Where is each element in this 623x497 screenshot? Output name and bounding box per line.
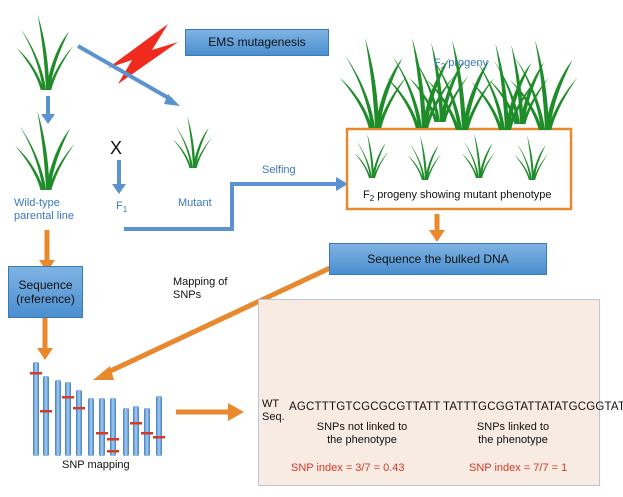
bulked-dna-box: Sequence the bulked DNA bbox=[329, 243, 547, 275]
selfing-label: Selfing bbox=[262, 164, 296, 176]
left-caption: SNPs not linked to the phenotype bbox=[316, 421, 408, 447]
f2-tall-plant-7 bbox=[489, 44, 549, 124]
f1-label-base: F bbox=[116, 200, 123, 212]
snp-marker bbox=[130, 422, 142, 425]
parent-plant-top bbox=[16, 14, 74, 91]
snp-marker bbox=[107, 450, 119, 453]
f1-label-sub: 1 bbox=[122, 205, 128, 215]
mutant-plant bbox=[172, 116, 212, 168]
f2-progeny-base: F bbox=[434, 57, 441, 69]
snp-marker bbox=[62, 396, 74, 399]
f2-tall-plant-5 bbox=[510, 40, 578, 130]
f2-mutant-sub: 2 bbox=[369, 194, 375, 204]
f2-mutant-plant-1 bbox=[354, 133, 389, 178]
chromosome-8 bbox=[110, 398, 116, 456]
ems-mutagenesis-box: EMS mutagenesis bbox=[185, 29, 329, 56]
arrow-f2-to-bulked-head bbox=[429, 230, 445, 242]
snp-marker bbox=[73, 407, 85, 410]
arrow-seq-to-map-head bbox=[37, 348, 53, 360]
f1-label: F1 bbox=[116, 200, 127, 215]
right-wt-sequence: TATTTGCGGTATTATATGCGGTAT bbox=[443, 401, 623, 413]
arrow-map-to-panel-head bbox=[228, 403, 244, 421]
arrow-wt-down-head bbox=[41, 114, 55, 124]
f2-mutant-plant-4 bbox=[514, 135, 549, 180]
mutant-label: Mutant bbox=[178, 197, 212, 209]
snp-marker bbox=[40, 410, 52, 413]
f2-progeny-label: F2 progeny bbox=[434, 57, 488, 72]
chromosome-10 bbox=[133, 406, 139, 456]
arrow-to-mutant-head bbox=[164, 94, 180, 106]
arrow-bulked-to-map-head bbox=[93, 366, 114, 380]
mapping-of-snps-label: Mapping of SNPs bbox=[173, 276, 228, 302]
chromosome-6 bbox=[88, 398, 94, 456]
chromosome-2 bbox=[43, 376, 49, 456]
snp-marker bbox=[141, 432, 153, 435]
right-caption: SNPs linked to the phenotype bbox=[476, 421, 550, 447]
left-wt-sequence: AGCTTTGTCGCGCGTTATT bbox=[289, 401, 441, 413]
f2-progeny-rest: progeny bbox=[445, 57, 488, 69]
f2-mutant-rest: progeny showing mutant phenotype bbox=[374, 189, 552, 201]
arrow-to-mutant bbox=[77, 44, 173, 102]
right-snp-index: SNP index = 7/7 = 1 bbox=[469, 462, 568, 474]
f2-tall-plant-3 bbox=[427, 40, 495, 130]
wild-type-label: Wild-type parental line bbox=[14, 197, 74, 223]
f2-tall-plant-6 bbox=[409, 42, 469, 122]
chromosome-7 bbox=[99, 398, 105, 456]
arrow-selfing-head bbox=[336, 177, 348, 191]
left-snp-index: SNP index = 3/7 = 0.43 bbox=[291, 462, 405, 474]
arrow-bulked-to-map bbox=[102, 265, 332, 377]
snp-marker bbox=[107, 438, 119, 441]
sequence-reference-label: Sequence (reference) bbox=[16, 277, 75, 306]
sequence-reference-box: Sequence (reference) bbox=[8, 266, 83, 318]
wt-seq-label: WT Seq. bbox=[262, 398, 285, 424]
f2-tall-plant-1 bbox=[340, 38, 408, 128]
snp-mapping-label: SNP mapping bbox=[62, 459, 130, 471]
f2-progeny-sub: 2 bbox=[440, 62, 446, 72]
chromosome-1 bbox=[33, 362, 39, 456]
chromosome-12 bbox=[156, 396, 162, 456]
f2-mutant-phenotype-label: F2 progeny showing mutant phenotype bbox=[363, 189, 552, 204]
snp-marker bbox=[153, 436, 165, 439]
ems-mutagenesis-label: EMS mutagenesis bbox=[208, 35, 306, 50]
f2-mutant-plant-3 bbox=[461, 133, 496, 178]
cross-symbol: X bbox=[110, 138, 123, 158]
lightning-icon bbox=[108, 24, 178, 84]
chromosome-4 bbox=[65, 382, 71, 456]
snp-index-panel bbox=[258, 299, 600, 486]
snp-marker bbox=[30, 372, 42, 375]
snp-marker bbox=[96, 432, 108, 435]
wild-type-plant bbox=[15, 110, 75, 190]
chromosome-5 bbox=[76, 390, 82, 456]
f2-mutant-base: F bbox=[363, 189, 370, 201]
arrow-x-to-f1-head bbox=[112, 184, 126, 194]
f2-mutant-plant-2 bbox=[407, 135, 442, 180]
bulked-dna-label: Sequence the bulked DNA bbox=[367, 251, 509, 266]
chromosome-9 bbox=[123, 408, 129, 456]
chromosome-3 bbox=[55, 380, 61, 456]
f2-tall-plant-2 bbox=[387, 38, 455, 128]
arrow-selfing bbox=[124, 182, 338, 231]
